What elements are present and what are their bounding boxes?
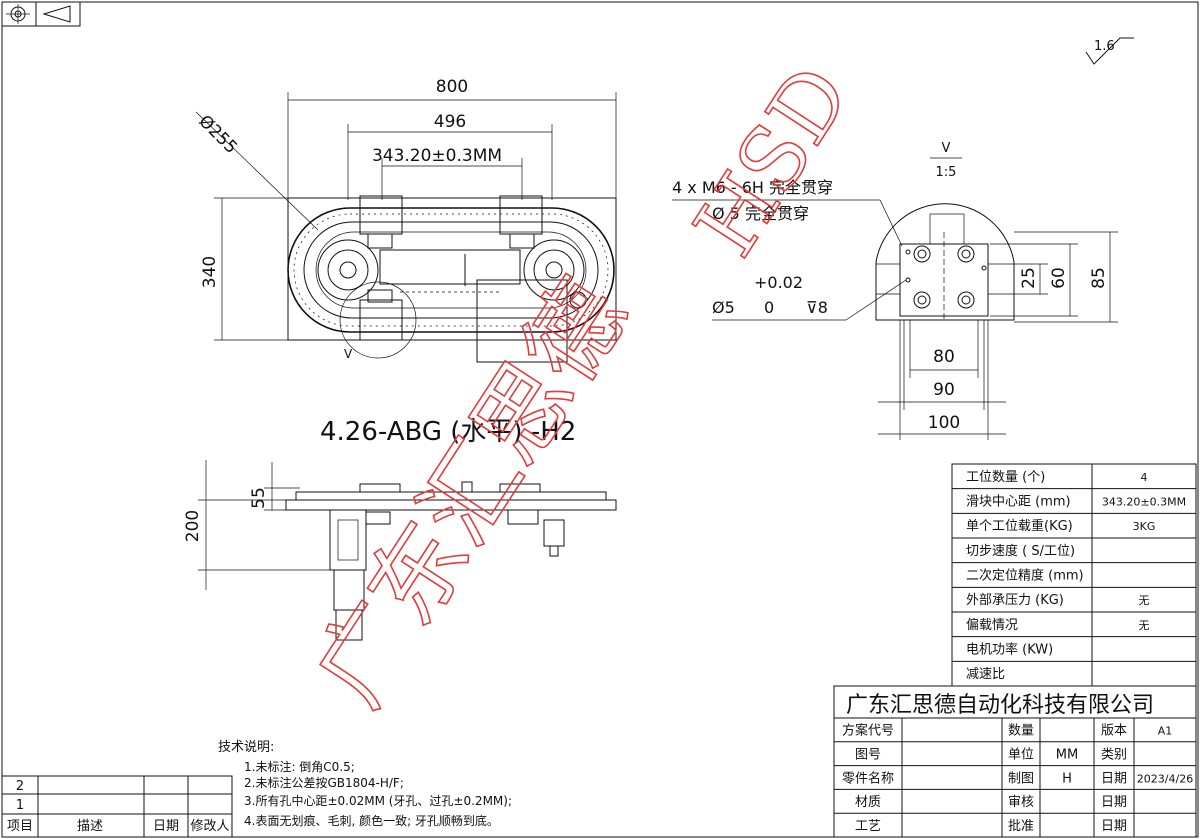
spec-table: 工位数量 (个) 4 滑块中心距 (mm) 343.20±0.3MM 单个工位载重(KG… [951,463,1197,687]
spec-label: 单个工位载重(KG) [966,518,1073,534]
dim-25: 25 [1019,267,1039,289]
detail-label-v: V [942,141,951,156]
info-cell: 零件名称 [842,770,894,786]
info-cell: 日期 [1101,771,1127,786]
roughness-symbol: 1.6 [1085,37,1134,65]
tech-note-1: 1.未标注: 倒角C0.5; [244,759,355,774]
dim-200: 200 [183,510,203,542]
info-cell: 日期 [1101,795,1127,810]
dim-80: 80 [933,347,955,367]
spec-label: 工位数量 (个) [966,470,1045,485]
info-cell: H [1062,771,1072,786]
rev-row-1: 1 [16,798,24,813]
info-cell: A1 [1158,725,1173,738]
tech-note-2: 2.未标注公差按GB1804-H/F; [244,775,404,790]
hole-note-2: Ø 5 完全贯穿 [712,204,809,223]
tech-notes-heading: 技术说明: [218,740,274,755]
spec-label: 外部承压力 (KG) [966,593,1064,608]
dim-90: 90 [933,380,955,400]
info-cell: 2023/4/26 [1137,772,1193,785]
dim-60: 60 [1049,267,1069,289]
dim-343: 343.20±0.3MM [372,146,502,166]
rev-header-editor: 修改人 [190,819,229,834]
info-cell: 方案代号 [842,723,894,739]
info-cell: 日期 [1101,819,1127,834]
info-cell: 批准 [1008,819,1034,834]
dim-85: 85 [1089,267,1109,289]
spec-value: 无 [1139,619,1150,632]
detail-scale: 1:5 [936,165,957,180]
spec-label: 电机功率 (KW) [966,641,1053,657]
hole-note-3a: Ø5 [712,298,735,317]
rev-header-item: 项目 [7,819,33,834]
spec-label: 切步速度 ( S/工位) [966,543,1075,559]
info-cell: 工艺 [855,819,881,834]
spec-value: 4 [1141,471,1148,484]
dim-340: 340 [200,256,220,288]
watermark-company: 广东汇思德 [293,261,648,725]
spec-label: 偏载情况 [966,618,1018,633]
info-cell: 单位 [1008,747,1034,762]
spec-value: 3KG [1133,520,1156,533]
info-cell: MM [1056,747,1078,762]
rev-row-2: 2 [16,779,24,794]
tech-note-4: 4.表面无划痕、毛刺, 颜色一致; 牙孔顺畅到底。 [244,813,499,828]
spec-value: 343.20±0.3MM [1102,495,1186,508]
rev-header-date: 日期 [153,819,179,834]
info-cell: 版本 [1101,724,1127,739]
info-cell: 制图 [1008,771,1034,786]
detail-view: V 1:5 4 x M6 - 6H 完全贯穿 Ø 5 完全贯穿 +0.02 Ø5… [672,141,1118,440]
tech-notes: 技术说明: 1.未标注: 倒角C0.5; 2.未标注公差按GB1804-H/F;… [218,740,512,828]
hole-note-1: 4 x M6 - 6H 完全贯穿 [672,178,833,197]
hole-tolerance: +0.02 [754,273,803,292]
side-view: 55 200 [183,460,617,641]
hole-note-3c: ⊽8 [806,298,828,317]
spec-label: 减速比 [966,667,1005,682]
tech-note-3: 3.所有孔中心距±0.02MM (牙孔、过孔±0.2MM); [244,793,512,808]
dim-800: 800 [436,77,468,97]
model-name: 4.26-ABG (水平) -H2 [320,417,576,447]
info-cell: 审核 [1008,795,1034,810]
hole-note-3b: 0 [764,298,774,317]
info-cell: 数量 [1008,724,1034,739]
dim-255: Ø255 [194,111,241,158]
watermark-brand: HSD [676,49,870,274]
dim-55: 55 [249,487,269,509]
info-cell: 类别 [1101,747,1127,762]
company-name: 广东汇思德自动化科技有限公司 [846,693,1154,718]
projection-icon [1,1,81,27]
spec-value: 无 [1139,594,1150,607]
detail-holes [905,245,987,309]
spec-label: 滑块中心距 (mm) [966,494,1071,509]
info-cell: 图号 [855,747,881,762]
spec-label: 二次定位精度 (mm) [966,567,1084,583]
dim-496: 496 [434,112,466,132]
view-label-v: V [344,347,353,361]
revision-table: 2 1 项目 描述 日期 修改人 [1,775,233,838]
rev-header-desc: 描述 [77,819,103,834]
roughness-value: 1.6 [1094,39,1115,54]
dim-100: 100 [928,413,960,433]
info-cell: 材质 [855,795,881,810]
